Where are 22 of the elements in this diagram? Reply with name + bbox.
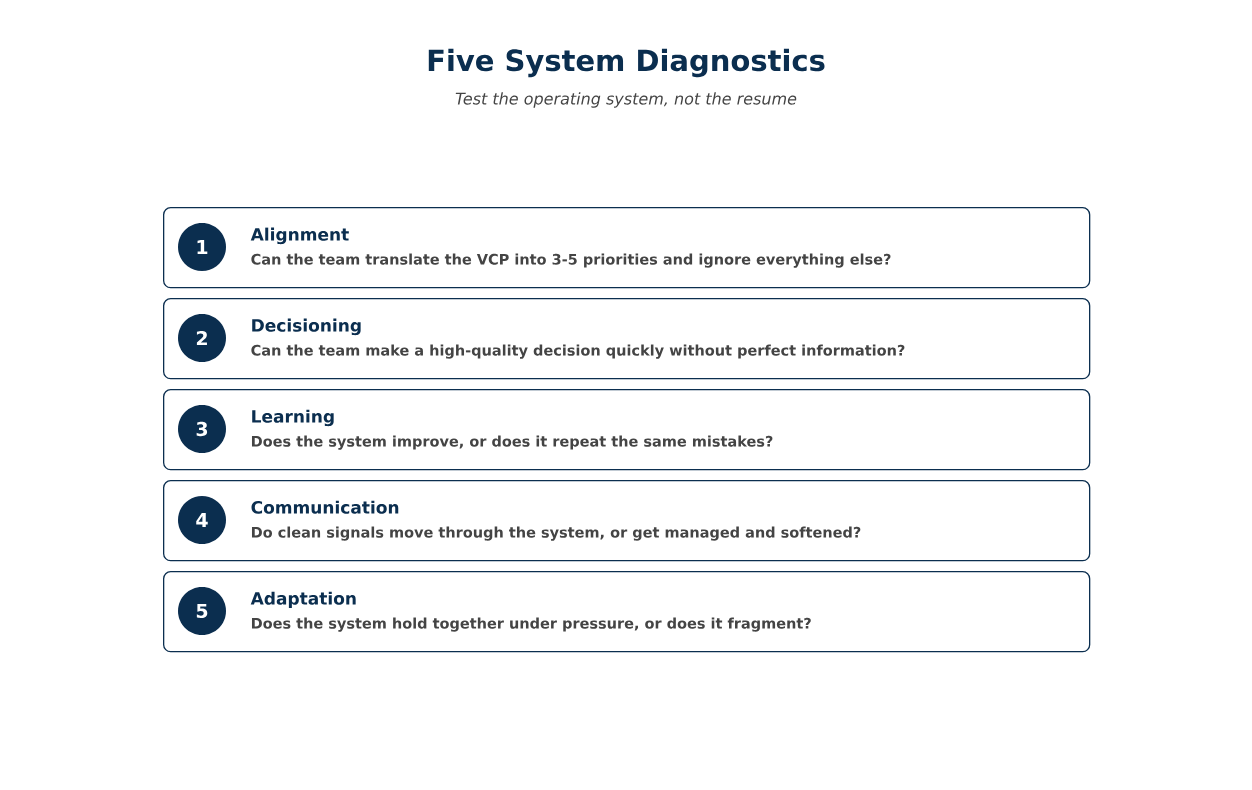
item-description: Does the system hold together under pressure, or does it fragment? xyxy=(252,617,811,632)
card xyxy=(163,480,1091,562)
number-badge: 3 xyxy=(178,405,226,453)
item-heading: Communication xyxy=(251,500,399,514)
item-heading: Adaptation xyxy=(250,591,356,609)
card xyxy=(163,207,1091,289)
item-heading: Alignment xyxy=(250,227,349,245)
number-badge: 4 xyxy=(178,496,226,544)
number-badge: 2 xyxy=(178,314,226,362)
number-badge: 5 xyxy=(178,587,226,635)
item-description: Can the team translate the VCP into 3-5 priorities and ignore everything else? xyxy=(251,253,891,268)
item-heading: Decisioning xyxy=(252,318,361,336)
subtitle: Test the operating system, not the resume xyxy=(455,92,797,108)
card xyxy=(163,389,1091,471)
number-badge: 1 xyxy=(178,223,226,271)
item-description: Does the system improve, or does it repeat the same mistakes? xyxy=(252,435,773,450)
item-description: Do clean signals move through the system, or get managed and softened? xyxy=(252,526,861,541)
card xyxy=(163,298,1091,380)
item-description: Can the team make a high-quality decision quickly without perfect information? xyxy=(251,344,905,359)
item-heading: Learning xyxy=(252,409,334,427)
card xyxy=(163,571,1091,653)
title: Five System Diagnostics xyxy=(428,48,825,78)
